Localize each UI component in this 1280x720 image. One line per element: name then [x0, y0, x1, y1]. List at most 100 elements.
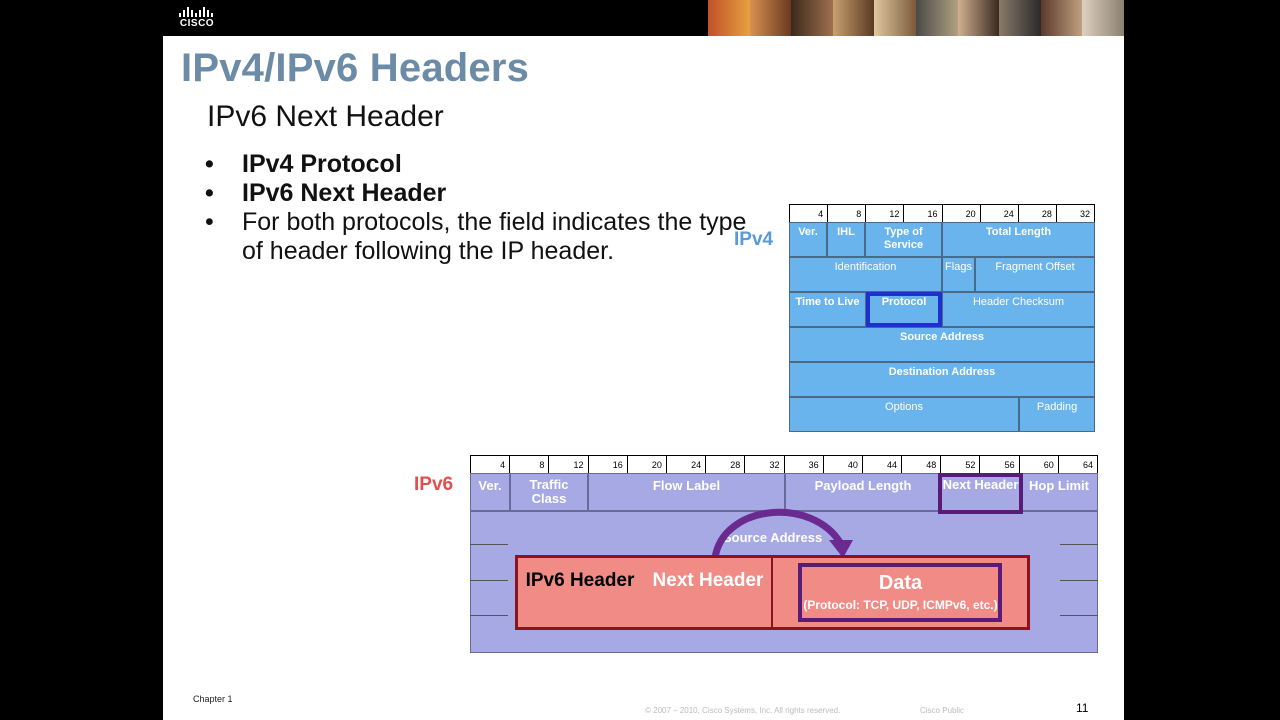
bit-tick-label: 28: [1041, 209, 1052, 219]
cisco-bars-icon: [179, 7, 213, 17]
bullet-item: IPv6 Next Header: [205, 179, 765, 208]
bit-tick: 32: [745, 456, 785, 473]
bit-tick-label: 44: [887, 460, 898, 470]
ipv4-field-destination-address: Destination Address: [789, 362, 1095, 397]
bit-tick: 8: [828, 205, 867, 222]
bit-tick: 28: [706, 456, 746, 473]
overlay-data-title: Data: [878, 572, 923, 594]
ipv6-row-tick: [470, 544, 508, 545]
bit-tick-label: 12: [889, 209, 900, 219]
overlay-divider: [771, 557, 773, 628]
bit-tick-label: 40: [847, 460, 858, 470]
overlay-next-header-label: Next Header: [652, 570, 764, 591]
bit-tick-label: 20: [651, 460, 662, 470]
ipv4-field-identification: Identification: [789, 257, 942, 292]
bit-tick-label: 24: [691, 460, 702, 470]
photo-strip: [708, 0, 1124, 36]
bit-tick-label: 8: [856, 209, 862, 219]
bit-tick: 52: [941, 456, 981, 473]
bit-tick-label: 28: [730, 460, 741, 470]
bit-tick: 60: [1020, 456, 1059, 473]
slide-subtitle: IPv6 Next Header: [207, 100, 444, 133]
ipv4-field-flags: Flags: [942, 257, 975, 292]
footer-chapter: Chapter 1: [193, 694, 233, 704]
bit-tick: 20: [628, 456, 667, 473]
bit-tick-label: 16: [927, 209, 938, 219]
bit-tick: 44: [863, 456, 903, 473]
bit-tick: 36: [785, 456, 824, 473]
bit-tick: 4: [790, 205, 829, 222]
ipv4-field-type-of-service: Type of Service: [865, 222, 942, 257]
bit-tick-label: 64: [1082, 460, 1093, 470]
bit-tick-label: 60: [1043, 460, 1054, 470]
bit-tick: 24: [667, 456, 707, 473]
overlay-ipv6-header-label: IPv6 Header: [525, 570, 635, 591]
curved-arrow-icon: [711, 508, 853, 559]
ipv4-field-version: Ver.: [789, 222, 827, 257]
bullet-item: For both protocols, the field indicates …: [205, 208, 765, 266]
ipv6-row-tick: [470, 580, 508, 581]
ipv4-field-ttl: Time to Live: [789, 292, 866, 327]
bit-tick: 16: [589, 456, 628, 473]
bit-tick-label: 56: [1004, 460, 1015, 470]
slide-title: IPv4/IPv6 Headers: [181, 46, 530, 90]
bit-tick: 56: [980, 456, 1020, 473]
bullet-list: IPv4 Protocol IPv6 Next Header For both …: [205, 150, 765, 266]
cisco-logo: CISCO: [177, 6, 217, 30]
bit-tick: 8: [510, 456, 550, 473]
bit-tick: 28: [1019, 205, 1057, 222]
bit-tick: 40: [824, 456, 863, 473]
bit-tick-label: 16: [612, 460, 623, 470]
bit-tick-label: 24: [1003, 209, 1014, 219]
ipv4-bit-ruler: 4 8 12 16 20 24 28 32: [789, 204, 1095, 222]
protocol-highlight-box: [866, 292, 942, 327]
bit-tick: 4: [471, 456, 511, 473]
bit-tick-label: 8: [539, 460, 545, 470]
bit-tick-label: 20: [965, 209, 976, 219]
bit-tick: 24: [981, 205, 1019, 222]
ipv6-row-tick: [1060, 544, 1098, 545]
ipv4-field-protocol: Protocol: [866, 292, 942, 327]
footer-classification: Cisco Public: [920, 706, 965, 715]
ipv6-source-address-label: Source Address: [723, 530, 823, 545]
ipv4-field-total-length: Total Length: [942, 222, 1095, 257]
bit-tick-label: 52: [965, 460, 976, 470]
overlay-data-subtitle: (Protocol: TCP, UDP, ICMPv6, etc.): [803, 598, 998, 612]
ipv6-row-tick: [1060, 615, 1098, 616]
ipv6-row-tick: [1060, 580, 1098, 581]
ipv4-field-options: Options: [789, 397, 1019, 432]
slide: CISCO IPv4/IPv6 Headers IPv6 Next Header…: [163, 0, 1124, 720]
ipv6-field-hop-limit: Hop Limit: [1020, 473, 1098, 511]
bit-tick-label: 36: [808, 460, 819, 470]
ipv6-row-tick: [470, 615, 508, 616]
cisco-wordmark: CISCO: [179, 18, 215, 29]
ipv6-field-traffic-class: Traffic Class: [510, 473, 588, 511]
ipv4-label: IPv4: [734, 229, 774, 250]
next-header-highlight-box: [938, 473, 1023, 514]
ipv4-field-padding: Padding: [1019, 397, 1095, 432]
bit-tick-label: 12: [573, 460, 584, 470]
bit-tick: 12: [549, 456, 589, 473]
bit-tick-label: 4: [818, 209, 824, 219]
data-highlight-box: [798, 563, 1002, 622]
ipv6-field-version: Ver.: [470, 473, 510, 511]
ipv6-field-payload-length: Payload Length: [785, 473, 941, 511]
ipv4-field-fragment-offset: Fragment Offset: [975, 257, 1095, 292]
footer-copyright: © 2007 – 2010, Cisco Systems, Inc. All r…: [645, 706, 841, 715]
ipv6-field-flow-label: Flow Label: [588, 473, 785, 511]
page-number: 11: [1076, 701, 1089, 715]
bit-tick-label: 4: [500, 460, 506, 470]
ipv4-field-source-address: Source Address: [789, 327, 1095, 362]
bit-tick: 12: [866, 205, 905, 222]
ipv6-label: IPv6: [414, 474, 454, 495]
bit-tick: 32: [1057, 205, 1095, 222]
ipv4-field-header-checksum: Header Checksum: [942, 292, 1095, 327]
bullet-item: IPv4 Protocol: [205, 150, 765, 179]
bit-tick-label: 32: [1079, 209, 1090, 219]
bit-tick: 64: [1059, 456, 1098, 473]
ipv4-field-ihl: IHL: [827, 222, 865, 257]
top-bar: CISCO: [163, 0, 1124, 36]
bit-tick: 16: [904, 205, 943, 222]
bit-tick-label: 32: [769, 460, 780, 470]
